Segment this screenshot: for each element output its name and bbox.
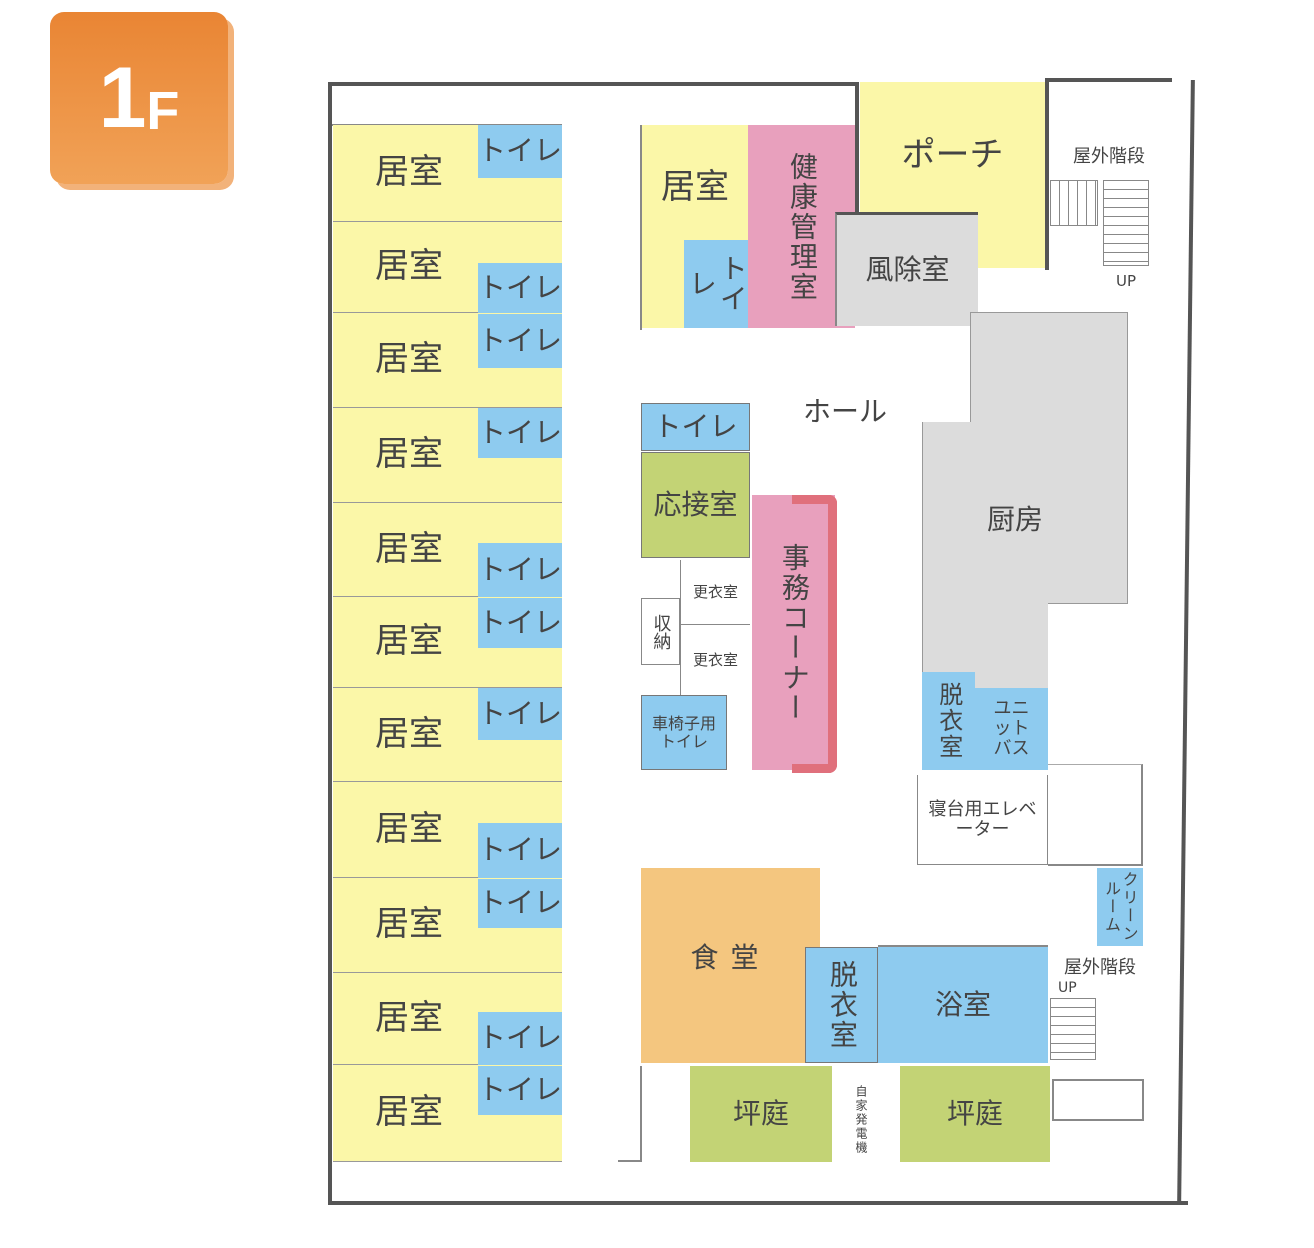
kitchen-area	[922, 422, 1048, 692]
clean-room: クリーンルーム	[1097, 868, 1143, 946]
garden: 坪庭	[900, 1066, 1050, 1162]
up-label: UP	[1115, 271, 1137, 290]
bath-room: 浴室	[878, 945, 1048, 1063]
stairs-icon	[1103, 180, 1149, 266]
wall	[855, 82, 859, 214]
wall	[328, 82, 332, 1205]
floor-suffix: F	[146, 81, 180, 142]
windbreak-room: 風除室	[835, 212, 978, 326]
generator: 自家発電機	[854, 1085, 868, 1155]
toilet: トイレ	[478, 543, 562, 597]
wall	[1048, 764, 1143, 866]
changing-room: 更衣室	[680, 625, 750, 695]
toilet: トイレ	[478, 314, 562, 368]
wall	[1045, 78, 1172, 82]
wall	[328, 82, 859, 86]
undressing-room: 脱衣室	[805, 947, 878, 1063]
toilet: トイレ	[478, 408, 562, 458]
dining-room: 食堂	[641, 868, 820, 1063]
storage: 収納	[641, 598, 680, 665]
office-corner: 事務コーナー	[752, 495, 835, 770]
toilet: トイレ	[478, 1066, 562, 1115]
toilet: トイレ	[478, 125, 562, 178]
outdoor-stairs-label: 屋外階段	[1064, 957, 1136, 979]
toilet: トイレ	[684, 240, 749, 328]
wall	[640, 125, 642, 330]
wall	[1045, 78, 1049, 270]
toilet: トイレ	[478, 598, 562, 648]
unit-bath: ユニットバス	[975, 688, 1048, 770]
wheelchair-toilet: 車椅子用トイレ	[641, 695, 727, 770]
changing-room: 更衣室	[680, 560, 750, 625]
outdoor-stairs-label: 屋外階段	[1073, 146, 1145, 168]
wall	[640, 1066, 642, 1162]
wall	[618, 1160, 642, 1162]
wall	[1177, 80, 1195, 1205]
stairs-icon	[1050, 998, 1096, 1060]
hall-label: ホール	[802, 394, 887, 428]
garden: 坪庭	[690, 1066, 832, 1162]
stairs-icon	[1050, 180, 1098, 226]
toilet: トイレ	[478, 879, 562, 928]
wall	[1052, 1079, 1144, 1121]
bed-elevator: 寝台用エレベーター	[917, 775, 1048, 865]
counter	[792, 495, 837, 773]
toilet: トイレ	[641, 403, 750, 451]
toilet: トイレ	[478, 263, 562, 313]
wall	[328, 1201, 1188, 1205]
toilet: トイレ	[478, 1012, 562, 1065]
floor-number: 1	[98, 49, 147, 146]
kitchen: 厨房	[986, 502, 1043, 536]
toilet: トイレ	[478, 823, 562, 878]
up-label: UP	[1058, 980, 1077, 996]
reception-room: 応接室	[641, 452, 750, 558]
undressing-room: 脱衣室	[922, 672, 975, 770]
toilet: トイレ	[478, 688, 562, 740]
